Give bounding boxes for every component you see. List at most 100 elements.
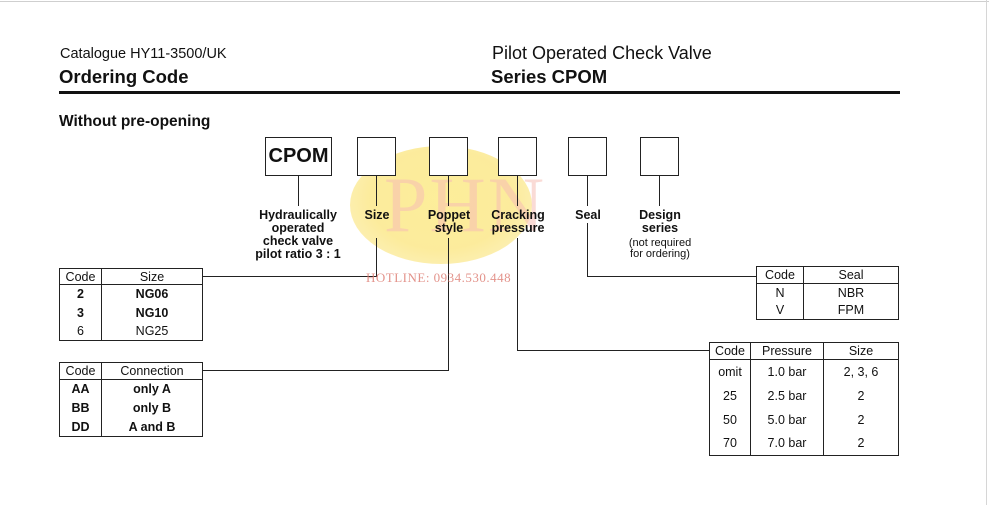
pressure-value-cell: 2.5 bar [750, 383, 824, 408]
label-poppet: Poppet style [420, 209, 478, 235]
pressure-table-header-size: Size [823, 342, 899, 360]
label-size: Size [364, 208, 390, 222]
size-code-cell: 6 [59, 322, 102, 341]
pressure-value-cell: 7.0 bar [750, 431, 824, 456]
label-design-note: (not required for ordering) [620, 238, 700, 260]
pressure-size-cell: 2 [823, 407, 899, 432]
pressure-code-cell: omit [709, 359, 751, 384]
pressure-code-cell: 25 [709, 383, 751, 408]
table-row: omit 1.0 bar 2, 3, 6 [709, 359, 899, 384]
cracking-connector-vertical [517, 238, 518, 351]
product-name: Pilot Operated Check Valve [492, 43, 712, 63]
poppet-connector-vertical [448, 238, 449, 370]
connector-line [587, 176, 588, 206]
seal-table-header-code: Code [756, 266, 804, 284]
code-box-size[interactable] [357, 137, 396, 176]
code-box-design[interactable] [640, 137, 679, 176]
table-row: 3 NG10 [59, 303, 203, 323]
seal-connector-horizontal [587, 276, 757, 277]
seal-code-cell: V [756, 301, 804, 320]
pressure-code-cell: 70 [709, 431, 751, 456]
table-row: 70 7.0 bar 2 [709, 431, 899, 456]
connection-code-cell: DD [59, 417, 102, 437]
size-code-cell: 2 [59, 284, 102, 304]
size-connector-vertical [376, 238, 377, 276]
label-cracking-line: pressure [491, 221, 545, 235]
pressure-size-cell: 2 [823, 383, 899, 408]
seal-value-cell: FPM [803, 301, 899, 320]
header-rule [59, 91, 900, 94]
code-box-cpom: CPOM [265, 137, 332, 176]
table-row: 25 2.5 bar 2 [709, 383, 899, 408]
label-hydraulic: Hydraulically operated check valve pilot… [248, 209, 348, 261]
label-seal: Seal [575, 208, 601, 222]
size-connector-horizontal [202, 276, 377, 277]
pressure-table-header-pressure: Pressure [750, 342, 824, 360]
seal-code-cell: N [756, 283, 804, 302]
code-box-seal[interactable] [568, 137, 607, 176]
connection-value-cell: only B [101, 398, 203, 418]
table-row: 50 5.0 bar 2 [709, 407, 899, 432]
seal-value-cell: NBR [803, 283, 899, 302]
connection-value-cell: A and B [101, 417, 203, 437]
connector-line [376, 176, 377, 206]
table-row: 6 NG25 [59, 322, 203, 341]
label-poppet-line: Poppet [427, 208, 471, 222]
connector-line [448, 176, 449, 206]
code-box-cracking[interactable] [498, 137, 537, 176]
pressure-size-cell: 2 [823, 431, 899, 456]
section-subtitle: Without pre-opening [59, 113, 211, 130]
connection-code-cell: AA [59, 379, 102, 399]
connection-table-header-connection: Connection [101, 362, 203, 380]
ordering-code-title: Ordering Code [59, 66, 189, 87]
table-row: 2 NG06 [59, 284, 203, 304]
seal-table-header-seal: Seal [803, 266, 899, 284]
label-cracking: Cracking pressure [484, 209, 552, 235]
pressure-value-cell: 1.0 bar [750, 359, 824, 384]
connector-line [298, 176, 299, 206]
frame-border-right [986, 0, 987, 505]
series-title: Series CPOM [491, 66, 608, 87]
size-value-cell: NG10 [101, 303, 203, 323]
label-design-line: Design [639, 208, 681, 222]
connector-line [659, 176, 660, 206]
size-table-header-code: Code [59, 268, 102, 285]
table-row: DD A and B [59, 417, 203, 437]
size-table-header-size: Size [101, 268, 203, 285]
label-hydraulic-line: check valve [262, 234, 334, 248]
catalogue-number: Catalogue HY11-3500/UK [60, 46, 227, 62]
connection-code-cell: BB [59, 398, 102, 418]
label-hydraulic-line: pilot ratio 3 : 1 [255, 247, 341, 261]
pressure-value-cell: 5.0 bar [750, 407, 824, 432]
watermark-hotline: HOTLINE: 0934.530.448 [366, 270, 512, 285]
label-design-line: series [641, 221, 679, 235]
label-cracking-line: Cracking [491, 208, 545, 222]
label-hydraulic-line: Hydraulically [259, 208, 337, 222]
size-code-cell: 3 [59, 303, 102, 323]
code-box-poppet[interactable] [429, 137, 468, 176]
label-design-note-line: (not required [628, 237, 692, 249]
size-value-cell: NG06 [101, 284, 203, 304]
seal-table: Code Seal N NBR V FPM [756, 266, 899, 320]
label-hydraulic-line: operated [271, 221, 325, 235]
table-row: V FPM [756, 301, 899, 320]
size-table: Code Size 2 NG06 3 NG10 6 NG25 [59, 268, 203, 341]
table-row: AA only A [59, 379, 203, 399]
connector-line [517, 176, 518, 206]
label-poppet-line: style [434, 221, 464, 235]
label-design-note-line: for ordering) [630, 248, 690, 260]
pressure-size-cell: 2, 3, 6 [823, 359, 899, 384]
connection-table-header-code: Code [59, 362, 102, 380]
pressure-table: Code Pressure Size omit 1.0 bar 2, 3, 6 … [709, 342, 899, 456]
poppet-connector-horizontal [202, 370, 449, 371]
connection-table: Code Connection AA only A BB only B DD A… [59, 362, 203, 437]
frame-border-top [0, 1, 989, 2]
pressure-code-cell: 50 [709, 407, 751, 432]
table-row: BB only B [59, 398, 203, 418]
pressure-table-header-code: Code [709, 342, 751, 360]
connection-value-cell: only A [101, 379, 203, 399]
size-value-cell: NG25 [101, 322, 203, 341]
seal-connector-vertical [587, 223, 588, 276]
label-design: Design series [625, 209, 695, 235]
cracking-connector-horizontal [517, 350, 711, 351]
